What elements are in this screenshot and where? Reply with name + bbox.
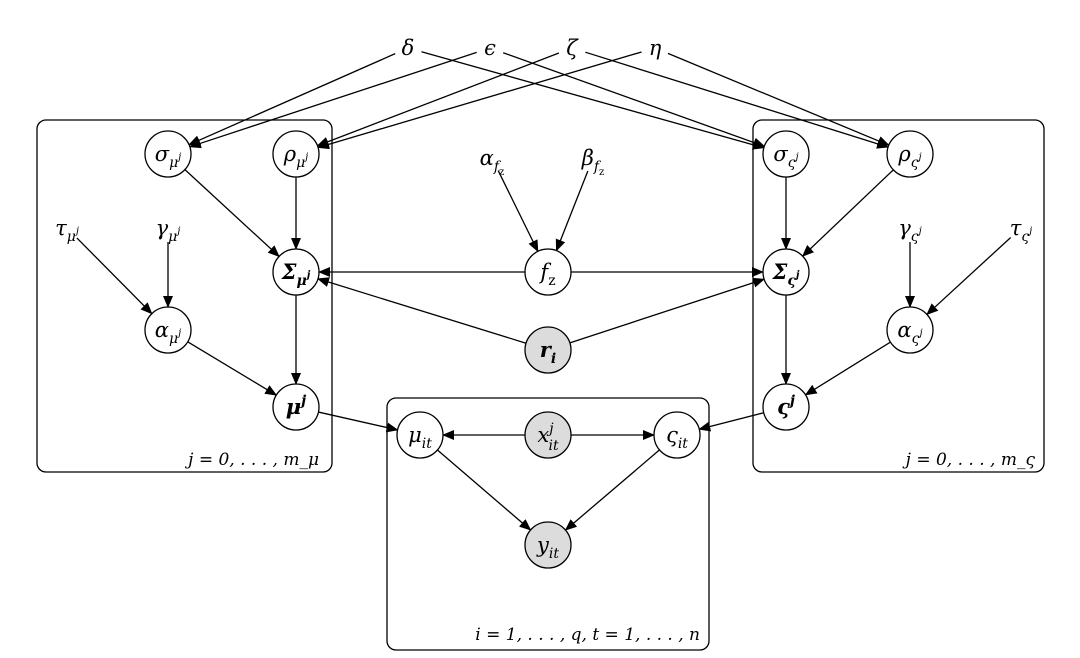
edge-mu-vec-to-mu-it: [318, 411, 399, 433]
node-label: σςj: [773, 142, 798, 171]
edge-tau-mu-to-alpha-mu: [76, 237, 153, 315]
edge-epsilon-to-sigma-mu: [188, 51, 477, 149]
node-alpha-mu: αμj: [144, 306, 192, 354]
node-alpha-s: αςj: [886, 306, 934, 354]
node-label: αfz: [480, 146, 505, 178]
node-label: μit: [408, 423, 432, 452]
node-label: σμj: [155, 142, 182, 171]
node-circle: [762, 248, 810, 296]
edge-epsilon-to-sigma-s: [502, 52, 766, 148]
edge-beta-f-to-f-z: [555, 170, 589, 252]
node-r-i: ri: [524, 326, 572, 374]
plate-mu: [36, 119, 333, 473]
edge-vs-vec-to-vs-it: [698, 412, 764, 432]
edge-alpha-s-to-vs-vec: [804, 341, 891, 396]
node-label: η: [649, 36, 662, 60]
node-label: δ: [402, 36, 415, 60]
node-label: Σμj: [281, 259, 311, 289]
node-circle: [524, 326, 572, 374]
node-label: γςj: [898, 216, 922, 245]
node-circle: [272, 248, 320, 296]
node-label: ρμj: [283, 142, 309, 171]
node-circle: [762, 383, 810, 431]
node-Sigma-mu: Σμj: [272, 248, 320, 296]
node-gamma-mu: γμj: [156, 216, 181, 245]
node-label: μj: [286, 393, 306, 419]
node-mu-vec: μj: [272, 383, 320, 431]
node-epsilon: ϵ: [484, 36, 496, 60]
node-label: τςj: [1010, 216, 1033, 245]
node-beta-f: βfz: [581, 146, 605, 178]
node-rho-s: ρςj: [886, 130, 934, 178]
node-circle: [524, 411, 572, 459]
node-tau-s: τςj: [1010, 216, 1033, 245]
node-circle: [524, 248, 572, 296]
node-vs-vec: ςj: [762, 383, 810, 431]
node-circle: [524, 521, 572, 569]
node-label: αςj: [897, 318, 922, 347]
edge-zeta-to-rho-s: [585, 51, 890, 149]
node-label: ςit: [666, 423, 688, 452]
node-f-z: fz: [524, 248, 572, 296]
node-eta: η: [649, 36, 662, 60]
node-circle: [886, 306, 934, 354]
node-sigma-mu: σμj: [144, 130, 192, 178]
node-label: βfz: [581, 146, 605, 178]
node-zeta: ζ: [566, 36, 579, 60]
node-alpha-f: αfz: [480, 146, 505, 178]
node-circle: [653, 411, 701, 459]
edge-eta-to-rho-mu: [317, 51, 642, 150]
node-label: fz: [538, 260, 555, 289]
edge-rho-s-to-Sigma-s: [801, 169, 894, 257]
node-label: αμj: [155, 318, 181, 347]
plate-varsigma: [752, 119, 1045, 473]
node-circle: [886, 130, 934, 178]
edge-tau-s-to-alpha-s: [926, 236, 1012, 316]
edge-alpha-f-to-f-z: [497, 170, 539, 253]
plate-observations: [386, 397, 710, 651]
node-tau-mu: τμj: [55, 216, 79, 245]
edge-zeta-to-rho-mu: [316, 52, 560, 147]
node-circle: [144, 306, 192, 354]
node-vs-it: ςit: [653, 411, 701, 459]
node-sigma-s: σςj: [762, 130, 810, 178]
node-circle: [272, 130, 320, 178]
edge-delta-to-sigma-s: [421, 51, 765, 150]
edge-eta-to-rho-s: [667, 52, 890, 146]
node-label: ϵ: [484, 36, 496, 60]
edge-r-i-to-Sigma-mu: [317, 277, 527, 344]
edges: [76, 51, 1012, 531]
node-label: yit: [536, 533, 559, 562]
node-gamma-s: γςj: [898, 216, 922, 245]
node-label: ςj: [777, 393, 795, 419]
edge-r-i-to-Sigma-s: [569, 277, 766, 344]
edge-delta-to-sigma-mu: [188, 53, 396, 146]
node-circle: [762, 130, 810, 178]
node-label: ζ: [566, 36, 579, 60]
node-label: Σςj: [771, 259, 799, 289]
plate-observations-label: i = 1, . . . , q, t = 1, . . . , n: [475, 625, 700, 645]
node-circle: [272, 383, 320, 431]
edge-sigma-mu-to-Sigma-mu: [184, 169, 280, 258]
edge-mu-it-to-y-it: [437, 449, 532, 531]
node-label: γμj: [156, 216, 181, 245]
node-mu-it: μit: [396, 411, 444, 459]
plate-mu-label: j = 0, . . . , m_μ: [184, 450, 319, 470]
node-circle: [144, 130, 192, 178]
edge-vs-it-to-y-it: [564, 449, 660, 531]
node-label: ρςj: [897, 142, 921, 171]
node-Sigma-s: Σςj: [762, 248, 810, 296]
plate-varsigma-label: j = 0, . . . , m_ς: [902, 450, 1036, 470]
node-y-it: yit: [524, 521, 572, 569]
node-delta: δ: [402, 36, 415, 60]
node-label: ri: [540, 337, 556, 367]
edge-alpha-mu-to-mu-vec: [187, 341, 278, 396]
node-rho-mu: ρμj: [272, 130, 320, 178]
node-circle: [396, 411, 444, 459]
node-label: τμj: [55, 216, 79, 245]
